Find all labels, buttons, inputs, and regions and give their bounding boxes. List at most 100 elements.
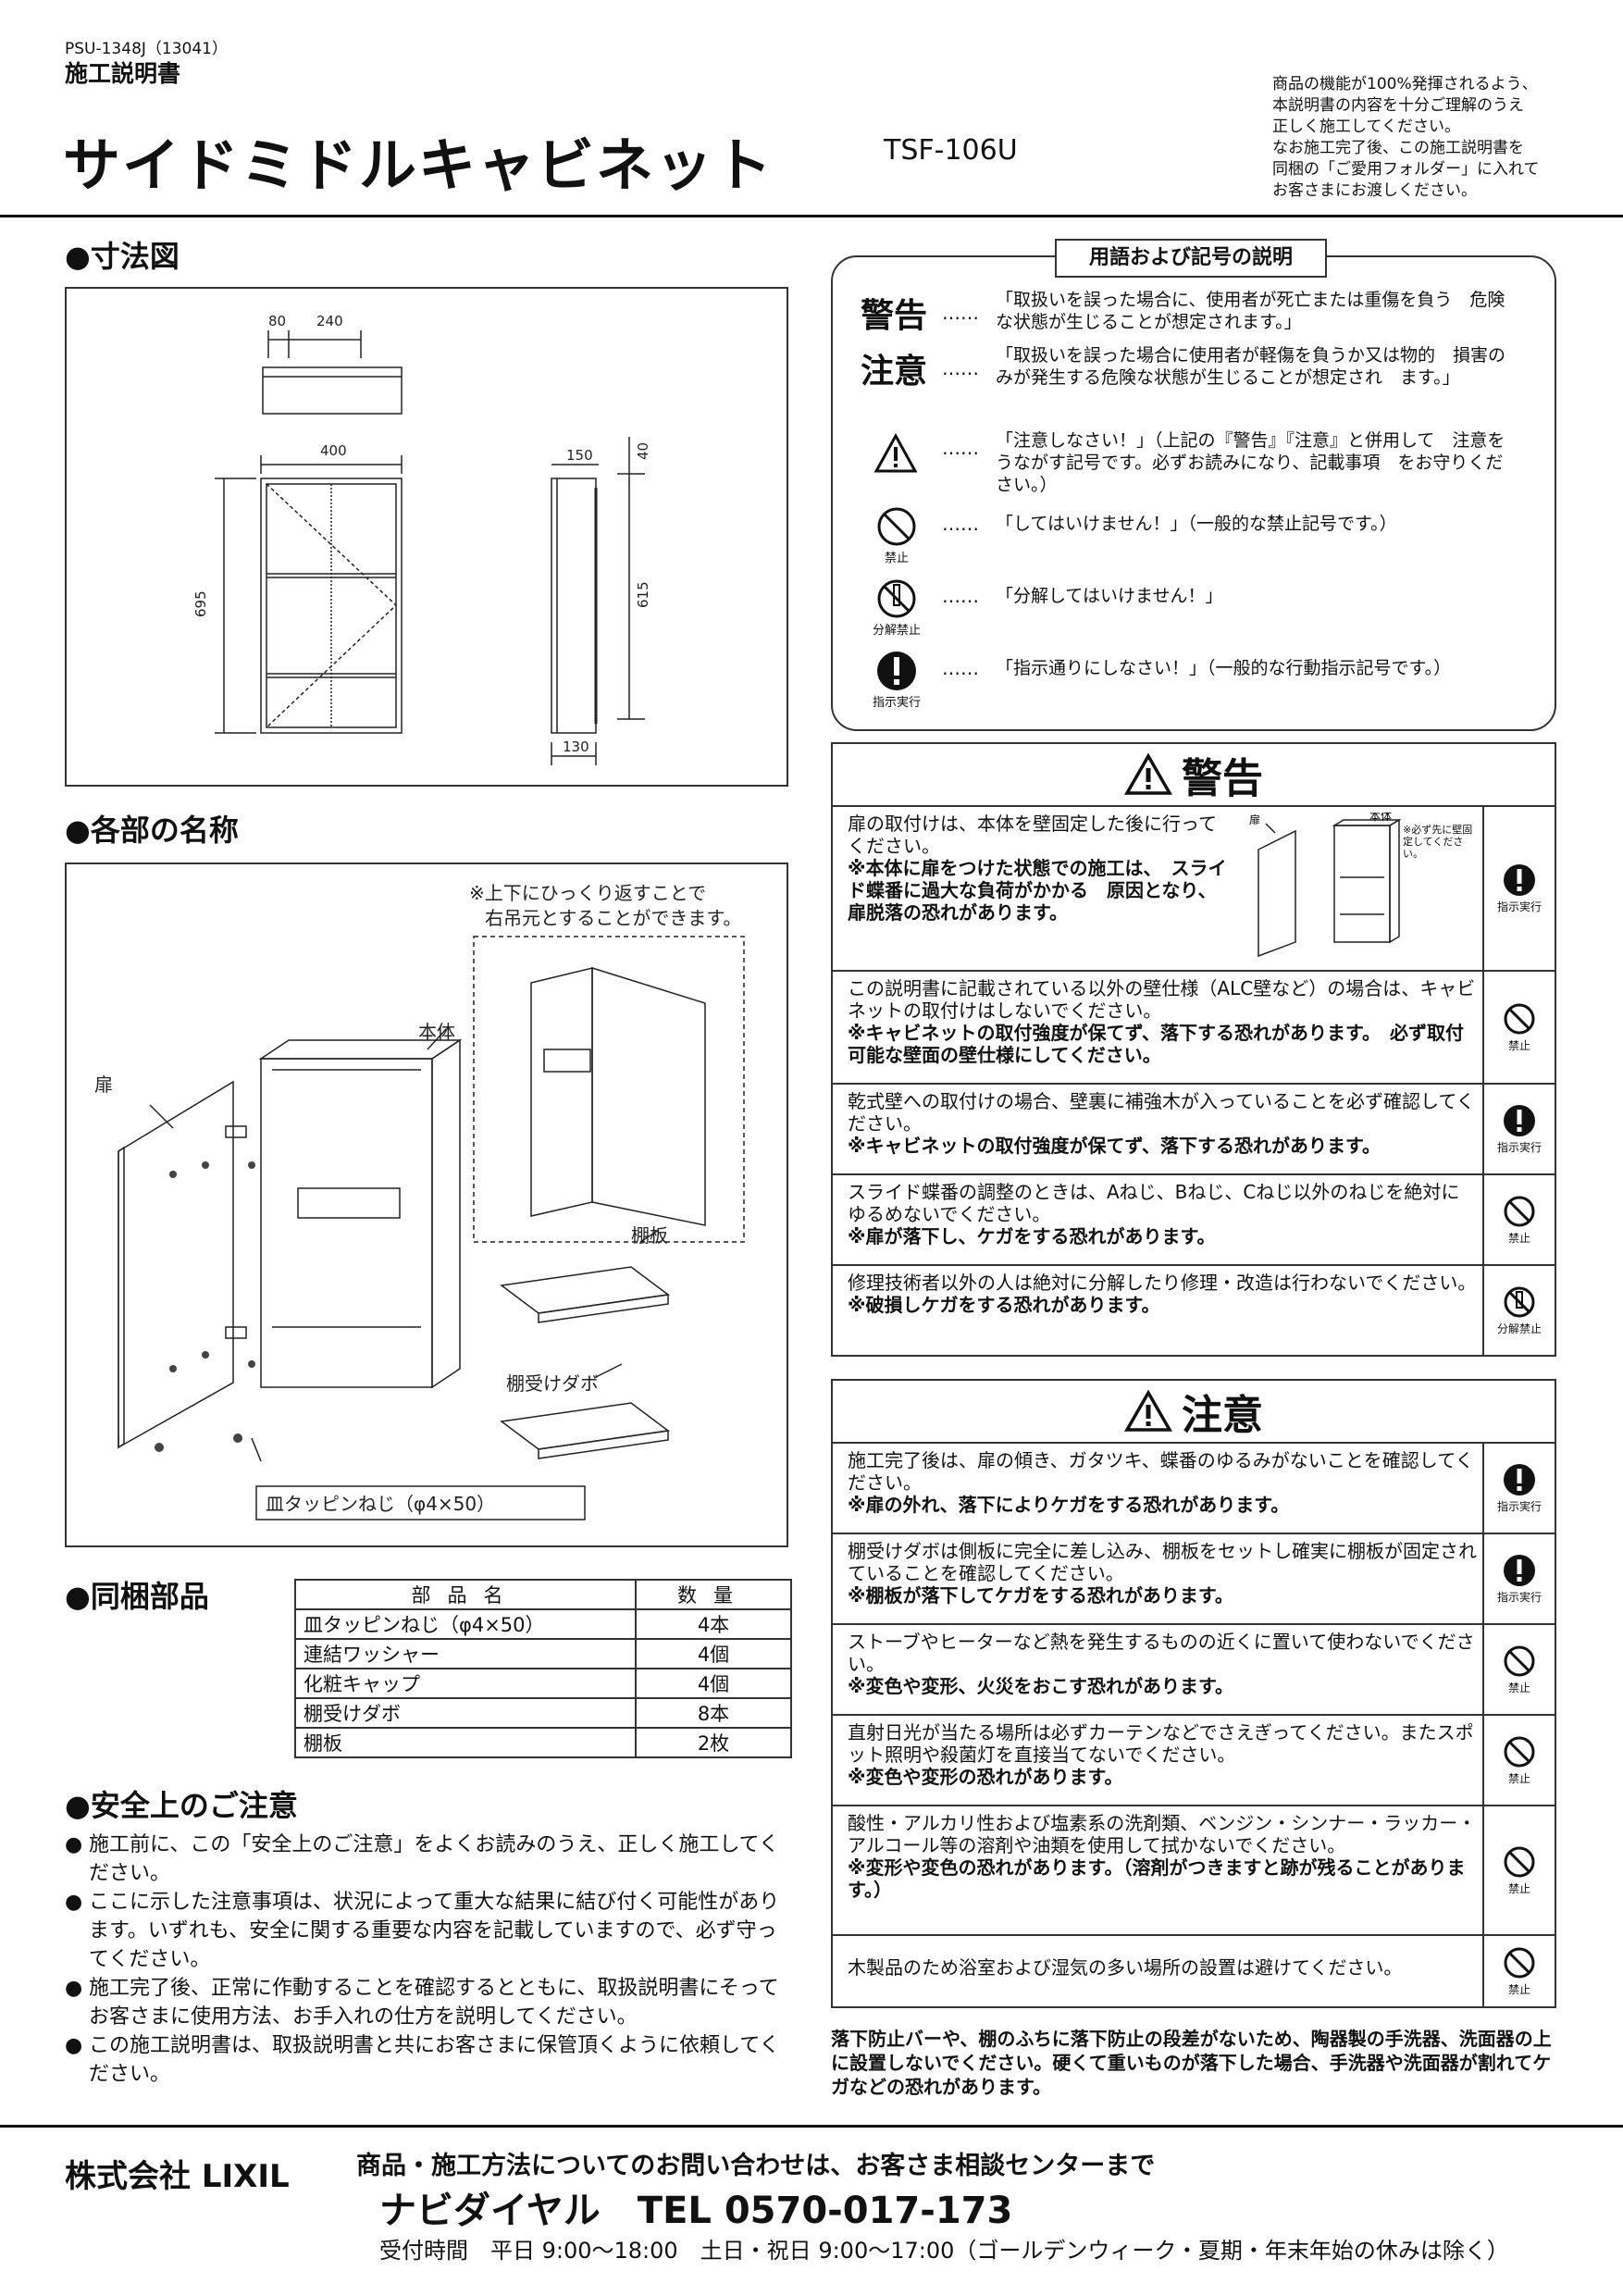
icon-label: 指示実行 [1496, 900, 1542, 913]
icon-label: 指示実行 [1496, 1499, 1542, 1513]
warning-triangle-icon [1124, 1390, 1172, 1432]
icon-label: 禁止 [1507, 1881, 1530, 1895]
company-name: 株式会社 LIXIL [65, 2158, 290, 2195]
label-screw: 皿タッピンねじ（φ4×50） [266, 1493, 495, 1515]
warning-row-text: 乾式壁への取付けの場合、壁裏に補強木が入っていることを必ず確認してください。 ※… [848, 1090, 1477, 1157]
caution-row: ストーブやヒーターなど熱を発生するものの近くに置いて使わないでください。 ※変色… [833, 1625, 1555, 1716]
legend-warning-text: 「取扱いを誤った場合に、使用者が死亡または重傷を負う 危険な状態が生じることが想… [996, 290, 1505, 332]
warning-triangle-icon [1124, 753, 1172, 795]
section-parts-names: ●各部の名称 [65, 813, 239, 848]
prohibit-icon [1504, 1846, 1535, 1877]
prohibit-label: 禁止 [884, 552, 909, 565]
parts-illustration: ※上下にひっくり返すことで 右吊元とすることができます。 本体 扉 棚板 棚受け… [65, 863, 788, 1547]
warning-consequence: ※キャビネットの取付強度が保てず、落下する恐れがあります。 必ず取付可能な壁面の… [848, 1022, 1465, 1066]
part-qty: 4個 [635, 1668, 792, 1699]
caution-icon-cell: 指示実行 [1482, 1444, 1555, 1533]
caution-table: 注意 施工完了後は、扉の傾き、ガタツキ、蝶番のゆるみがないことを確認してください… [831, 1379, 1556, 2008]
instruction-icon [1504, 1104, 1535, 1136]
warning-header: 警告 [833, 744, 1555, 807]
business-hours: 受付時間 平日 9:00～18:00 土日・祝日 9:00～17:00（ゴールデ… [379, 2238, 1509, 2264]
dim-label-width: 400 [320, 442, 347, 459]
caution-consequence: ※変色や変形、火災をおこす恐れがあります。 [848, 1675, 1234, 1697]
prohibit-icon [1504, 1003, 1535, 1034]
legend-prohibit-text: 「してはいけません！」（一般的な禁止記号です。） [996, 514, 1397, 534]
warning-table: 警告 扉の取付けは、本体を壁固定した後に行ってください。 ※本体に扉をつけた状態… [831, 742, 1556, 1357]
caution-header: 注意 [833, 1381, 1555, 1444]
part-name: 化粧キャップ [294, 1668, 637, 1699]
footer-divider [0, 2125, 1623, 2128]
label-shelf-dowel: 棚受けダボ [506, 1372, 599, 1395]
legend-instruct-text: 「指示通りにしなさい！」（一般的な行動指示記号です。） [996, 658, 1452, 678]
dim-label-offset: 40 [635, 442, 651, 460]
part-name: 皿タッピンねじ（φ4×50） [294, 1608, 637, 1640]
flip-note-line2: 右吊元とすることができます。 [485, 907, 741, 929]
caution-row-text: 施工完了後は、扉の傾き、ガタツキ、蝶番のゆるみがないことを確認してください。 ※… [848, 1449, 1477, 1516]
warning-consequence: ※破損しケガをする恐れがあります。 [848, 1294, 1160, 1316]
warning-row-text: 修理技術者以外の人は絶対に分解したり修理・改造は行わないでください。 ※破損しケ… [848, 1272, 1477, 1316]
caution-text: 木製品のため浴室および湿気の多い場所の設置は避けてください。 [848, 1956, 1403, 1979]
dim-label-height: 695 [192, 590, 209, 617]
col-header-qty: 数量 [635, 1579, 792, 1610]
prohibit-icon [1504, 1947, 1535, 1978]
legend-dots: …… [942, 657, 979, 679]
caution-row-text: 酸性・アルカリ性および塩素系の洗剤類、ベンジン・シンナー・ラッカー・アルコール等… [848, 1812, 1477, 1901]
legend-dots: …… [942, 585, 979, 607]
warning-consequence: ※キャビネットの取付強度が保てず、落下する恐れがあります。 [848, 1135, 1381, 1157]
legend-dots: …… [942, 357, 979, 379]
warning-row: 扉の取付けは、本体を壁固定した後に行ってください。 ※本体に扉をつけた状態での施… [833, 807, 1555, 972]
warning-text: この説明書に記載されている以外の壁仕様（ALC壁など）の場合は、キャビネットの取… [848, 977, 1476, 1022]
warning-text: 乾式壁への取付けの場合、壁裏に補強木が入っていることを必ず確認してください。 [848, 1090, 1475, 1135]
caution-consequence: ※変色や変形の恐れがあります。 [848, 1766, 1123, 1788]
caution-icon-cell: 禁止 [1482, 1936, 1555, 2006]
warning-icon-cell: 分解禁止 [1482, 1266, 1555, 1355]
phone-number: ナビダイヤル TEL 0570-017-173 [379, 2190, 1013, 2232]
fig-door-label: 扉 [1249, 813, 1260, 826]
dim-label-base: 130 [563, 738, 589, 755]
intro-line: お客さまにお渡しください。 [1272, 181, 1477, 200]
icon-label: 禁止 [1507, 1771, 1530, 1785]
intro-line: 本説明書の内容を十分ご理解のうえ [1272, 96, 1524, 115]
legend-title: 用語および記号の説明 [1055, 239, 1327, 278]
fig-body-label: 本体 [1369, 813, 1392, 823]
warning-row-text: この説明書に記載されている以外の壁仕様（ALC壁など）の場合は、キャビネットの取… [848, 977, 1477, 1066]
instruction-label: 指示実行 [872, 696, 921, 710]
icon-label: 禁止 [1507, 1231, 1530, 1245]
caution-text: ストーブやヒーターなど熱を発生するものの近くに置いて使わないでください。 [848, 1631, 1475, 1675]
prohibit-icon [1504, 1196, 1535, 1226]
warning-consequence: ※扉が落下し、ケガをする恐れがあります。 [848, 1225, 1216, 1247]
prohibit-icon [1504, 1645, 1535, 1676]
warning-title: 警告 [1182, 755, 1263, 802]
intro-line: 同梱の「ご愛用フォルダー」に入れて [1272, 160, 1540, 179]
safety-item: この施工説明書は、取扱説明書と共にお客さまに保管頂くように依頼してください。 [65, 2031, 796, 2089]
dim-label-side-height: 615 [635, 581, 651, 608]
icon-label: 禁止 [1507, 1038, 1530, 1052]
label-door: 扉 [94, 1074, 113, 1096]
page-title: サイドミドルキャビネット [63, 131, 774, 199]
part-name: 棚受けダボ [294, 1697, 637, 1729]
safety-list: 施工前に、この「安全上のご注意」をよくお読みのうえ、正しく施工してください。 こ… [65, 1831, 796, 2089]
warning-row-text: スライド蝶番の調整のときは、Aねじ、Bねじ、Cねじ以外のねじを絶対にゆるめないで… [848, 1181, 1477, 1247]
caution-row-text: ストーブやヒーターなど熱を発生するものの近くに置いて使わないでください。 ※変色… [848, 1631, 1477, 1697]
warning-icon-cell: 禁止 [1482, 972, 1555, 1083]
dimension-diagram: 80 240 400 695 150 40 615 130 [192, 313, 651, 765]
warning-icon-cell: 指示実行 [1482, 1085, 1555, 1173]
caution-icon-cell: 禁止 [1482, 1806, 1555, 1934]
model-number: TSF-106U [884, 134, 1018, 167]
legend-dots: …… [942, 302, 979, 324]
warning-row: 乾式壁への取付けの場合、壁裏に補強木が入っていることを必ず確認してください。 ※… [833, 1085, 1555, 1175]
table-row: 皿タッピンねじ（φ4×50）4本 [294, 1608, 792, 1640]
caution-row: 施工完了後は、扉の傾き、ガタツキ、蝶番のゆるみがないことを確認してください。 ※… [833, 1444, 1555, 1534]
caution-text: 棚受けダボは側板に完全に差し込み、棚板をセットし確実に棚板が固定されていることを… [848, 1540, 1477, 1584]
warning-icon-cell: 指示実行 [1482, 807, 1555, 970]
legend-attention-text: 「注意しなさい！」（上記の『警告』『注意』と併用して 注意をうながす記号です。必… [996, 430, 1505, 495]
flip-note-line1: ※上下にひっくり返すことで [469, 882, 706, 904]
table-header-row: 部品名 数量 [294, 1579, 792, 1610]
intro-line: 商品の機能が100%発揮されるよう、 [1272, 75, 1538, 93]
inquiry-text: 商品・施工方法についてのお問い合わせは、お客さま相談センターまで [356, 2152, 1156, 2180]
part-name: 連結ワッシャー [294, 1638, 637, 1669]
door-mounting-figure: 扉 本体 ※必ず先に壁固定してください。 [1249, 813, 1472, 958]
intro-note: 商品の機能が100%発揮されるよう、 本説明書の内容を十分ご理解のうえ 正しく施… [1272, 74, 1568, 202]
section-included-parts: ●同梱部品 [65, 1579, 209, 1614]
caution-consequence: ※変形や変色の恐れがあります。（溶剤がつきますと跡が残ることがあります。） [848, 1856, 1466, 1901]
